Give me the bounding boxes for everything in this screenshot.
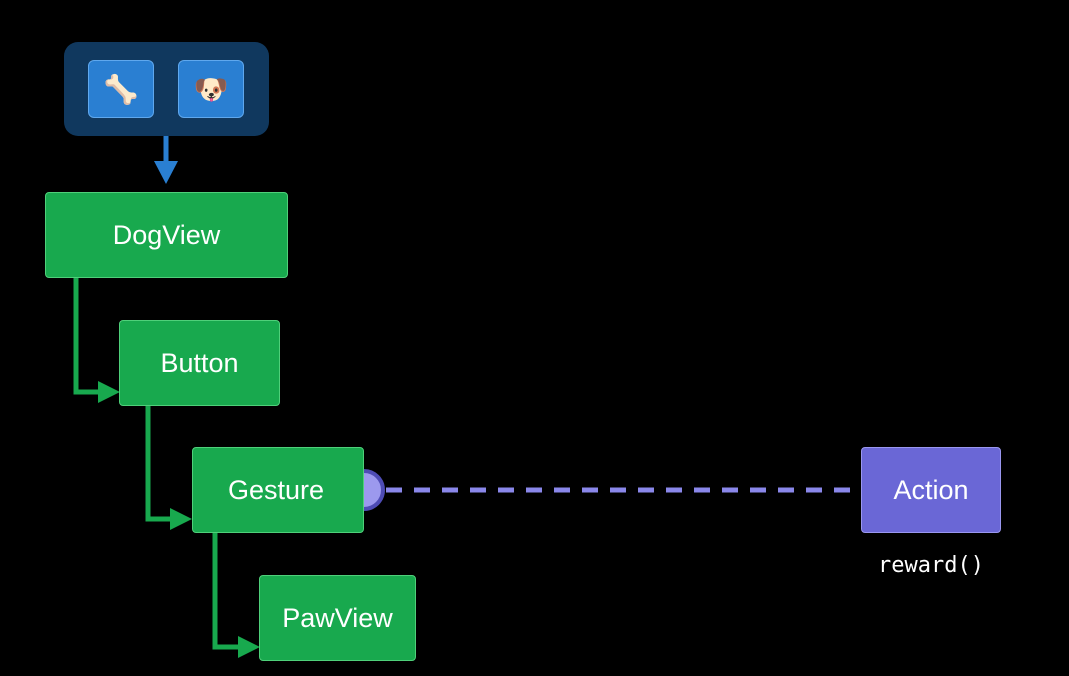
gesture-to-pawview-arrowhead bbox=[238, 636, 260, 658]
dogview-to-button-connector bbox=[73, 278, 102, 395]
toolbar-to-dogview-arrowhead bbox=[154, 161, 178, 184]
bone-button[interactable]: 🦴 bbox=[88, 60, 154, 118]
button-to-gesture-connector bbox=[145, 406, 172, 522]
bone-icon: 🦴 bbox=[103, 73, 139, 105]
toolbar: 🦴 🐶 bbox=[64, 42, 269, 136]
dogview-to-button-arrowhead bbox=[98, 381, 120, 403]
gesture-node: Gesture bbox=[192, 447, 364, 533]
pawview-label: PawView bbox=[282, 602, 393, 633]
button-to-gesture-arrowhead bbox=[170, 508, 192, 530]
gesture-label: Gesture bbox=[227, 474, 325, 505]
gesture-to-pawview-connector bbox=[212, 533, 240, 650]
dog-face-icon: 🐶 bbox=[193, 73, 229, 105]
action-code-label: reward() bbox=[878, 553, 984, 578]
button-label: Button bbox=[160, 347, 239, 378]
action-node: Action bbox=[861, 447, 1001, 533]
dogview-label: DogView bbox=[112, 219, 221, 250]
action-label: Action bbox=[893, 474, 969, 505]
pawview-node: PawView bbox=[259, 575, 416, 661]
button-node: Button bbox=[119, 320, 280, 406]
dogview-node: DogView bbox=[45, 192, 288, 278]
dog-face-button[interactable]: 🐶 bbox=[178, 60, 244, 118]
